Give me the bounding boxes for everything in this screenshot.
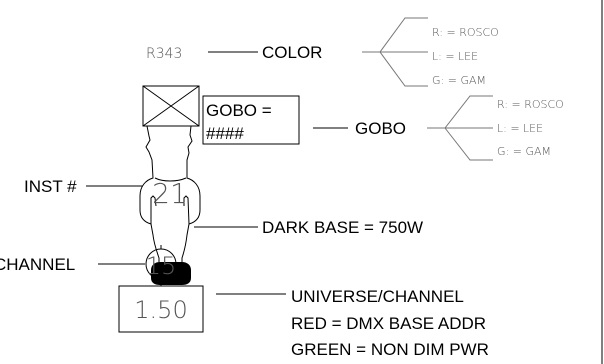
- color-frame-label: R343: [146, 46, 182, 62]
- inst-number-callout: INST #: [24, 177, 77, 196]
- gobo-legend-lee: L: = LEE: [497, 122, 543, 135]
- gobo-legend-gam: G: = GAM: [497, 145, 551, 158]
- green-note: GREEN = NON DIM PWR: [291, 340, 489, 359]
- color-legend-rosco: R: = ROSCO: [432, 26, 499, 39]
- gobo-legend: R: = ROSCO L: = LEE G: = GAM: [497, 98, 564, 158]
- color-legend-lee: L: = LEE: [432, 50, 478, 63]
- gobo-box: [202, 95, 300, 145]
- color-frame: [142, 85, 200, 127]
- red-note: RED = DMX BASE ADDR: [291, 314, 486, 333]
- channel-callout: CHANNEL: [0, 255, 75, 274]
- instrument-number: 21: [152, 177, 188, 210]
- gobo-box-line1: GOBO =: [206, 101, 272, 120]
- dimmer-address: 1.50: [134, 296, 187, 324]
- instrument-barrel: [139, 125, 201, 225]
- channel-number: 15: [146, 252, 177, 280]
- color-legend: R: = ROSCO L: = LEE G: = GAM: [432, 26, 499, 87]
- dark-base-callout: DARK BASE = 750W: [262, 218, 423, 237]
- color-legend-gam: G: = GAM: [432, 74, 486, 87]
- gobo-box-line2: ####: [206, 124, 244, 143]
- gobo-legend-bracket: [427, 95, 493, 161]
- color-legend-bracket: [362, 17, 428, 87]
- gobo-callout: GOBO: [355, 119, 406, 138]
- color-callout: COLOR: [262, 43, 322, 62]
- dimmer-box: [118, 285, 204, 333]
- gobo-legend-rosco: R: = ROSCO: [497, 98, 564, 111]
- universe-channel-callout: UNIVERSE/CHANNEL: [291, 287, 464, 306]
